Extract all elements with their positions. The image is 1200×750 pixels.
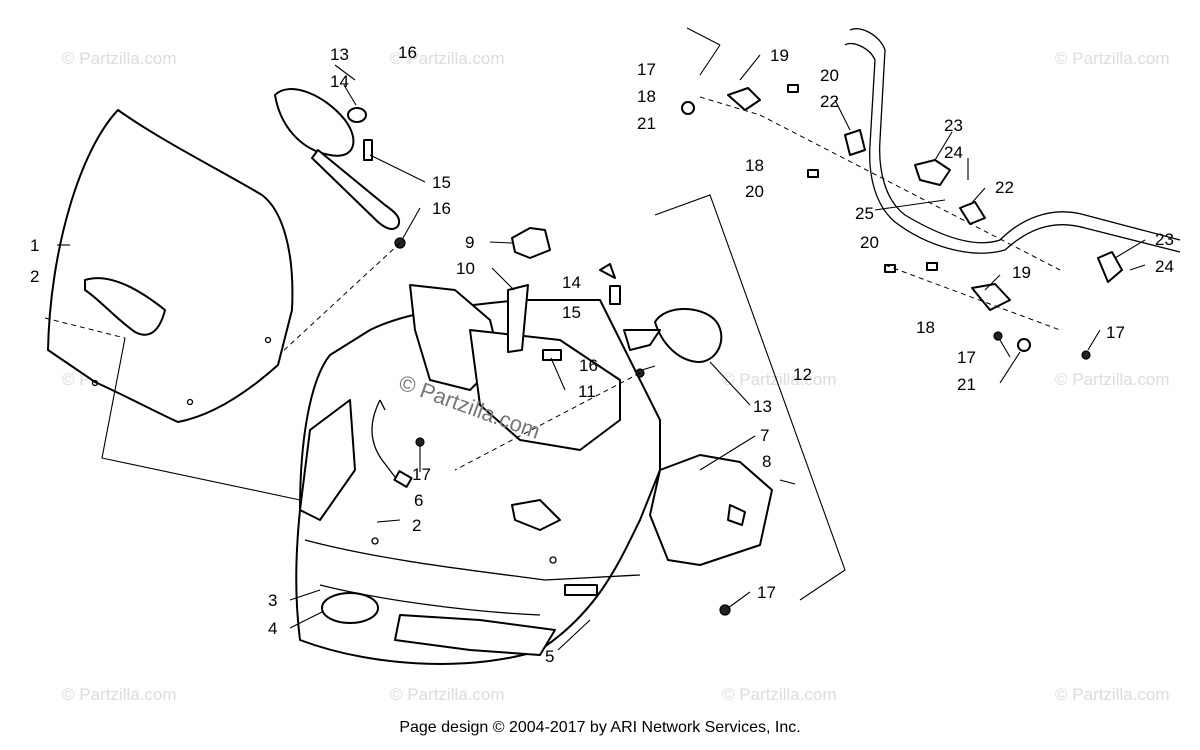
callout-8: 8: [762, 452, 771, 471]
windshield: [47, 109, 294, 423]
callout-17: 17: [412, 465, 431, 484]
callout-17: 17: [957, 348, 976, 367]
callout-17: 17: [637, 60, 656, 79]
front-cowl: [295, 284, 661, 665]
callout-20: 20: [820, 66, 839, 85]
callout-14: 14: [330, 72, 349, 91]
callout-20: 20: [745, 182, 764, 201]
callout-25: 25: [855, 204, 874, 223]
callout-13: 13: [330, 45, 349, 64]
callout-21: 21: [637, 114, 656, 133]
callout-12: 12: [793, 365, 812, 384]
callout-21: 21: [957, 375, 976, 394]
callout-5: 5: [545, 647, 554, 666]
svg-text:© Partzilla.com: © Partzilla.com: [390, 49, 505, 68]
callout-23: 23: [1155, 230, 1174, 249]
callout-13: 13: [753, 397, 772, 416]
callout-7: 7: [760, 426, 769, 445]
callout-16: 16: [432, 199, 451, 218]
callout-23: 23: [944, 116, 963, 135]
callout-4: 4: [268, 619, 277, 638]
svg-text:© Partzilla.com: © Partzilla.com: [1055, 685, 1170, 704]
callout-17: 17: [1106, 323, 1125, 342]
mirror-left: [274, 88, 406, 249]
callout-22: 22: [820, 92, 839, 111]
instrument-parts: [507, 227, 562, 361]
callout-11: 11: [578, 382, 596, 401]
svg-text:© Partzilla.com: © Partzilla.com: [390, 685, 505, 704]
mirror-right: [599, 263, 723, 378]
svg-text:© Partzilla.com: © Partzilla.com: [1055, 49, 1170, 68]
callout-6: 6: [414, 491, 423, 510]
handlebar-assembly: [681, 28, 1181, 360]
callout-10: 10: [456, 259, 475, 278]
callout-19: 19: [1012, 263, 1031, 282]
callout-16: 16: [398, 43, 417, 62]
callout-24: 24: [944, 143, 963, 162]
callout-3: 3: [268, 591, 277, 610]
callout-18: 18: [637, 87, 656, 106]
callout-24: 24: [1155, 257, 1174, 276]
svg-text:© Partzilla.com: © Partzilla.com: [722, 685, 837, 704]
callout-15: 15: [432, 173, 451, 192]
callout-19: 19: [770, 46, 789, 65]
callout-15: 15: [562, 303, 581, 322]
callout-2: 2: [412, 516, 421, 535]
leader-lines: [57, 54, 1146, 651]
callout-16: 16: [579, 356, 598, 375]
callout-14: 14: [562, 273, 581, 292]
callout-18: 18: [745, 156, 764, 175]
callout-9: 9: [465, 233, 474, 252]
callouts: 1 2 2 3 4 5 6 7 8 9 10 11 12 13 13 14 14…: [30, 43, 1174, 666]
callout-20: 20: [860, 233, 879, 252]
callout-18: 18: [916, 318, 935, 337]
callout-1: 1: [30, 236, 39, 255]
side-panel: [649, 454, 773, 616]
svg-text:© Partzilla.com: © Partzilla.com: [62, 49, 177, 68]
wire-harness: [371, 399, 425, 488]
callout-17: 17: [757, 583, 776, 602]
assembly-lines: [44, 27, 1061, 601]
svg-text:© Partzilla.com: © Partzilla.com: [62, 685, 177, 704]
svg-text:© Partzilla.com: © Partzilla.com: [1055, 370, 1170, 389]
callout-22: 22: [995, 178, 1014, 197]
page-footer: Page design © 2004-2017 by ARI Network S…: [399, 719, 801, 736]
svg-text:© Partzilla.com: © Partzilla.com: [722, 370, 837, 389]
callout-2: 2: [30, 267, 39, 286]
